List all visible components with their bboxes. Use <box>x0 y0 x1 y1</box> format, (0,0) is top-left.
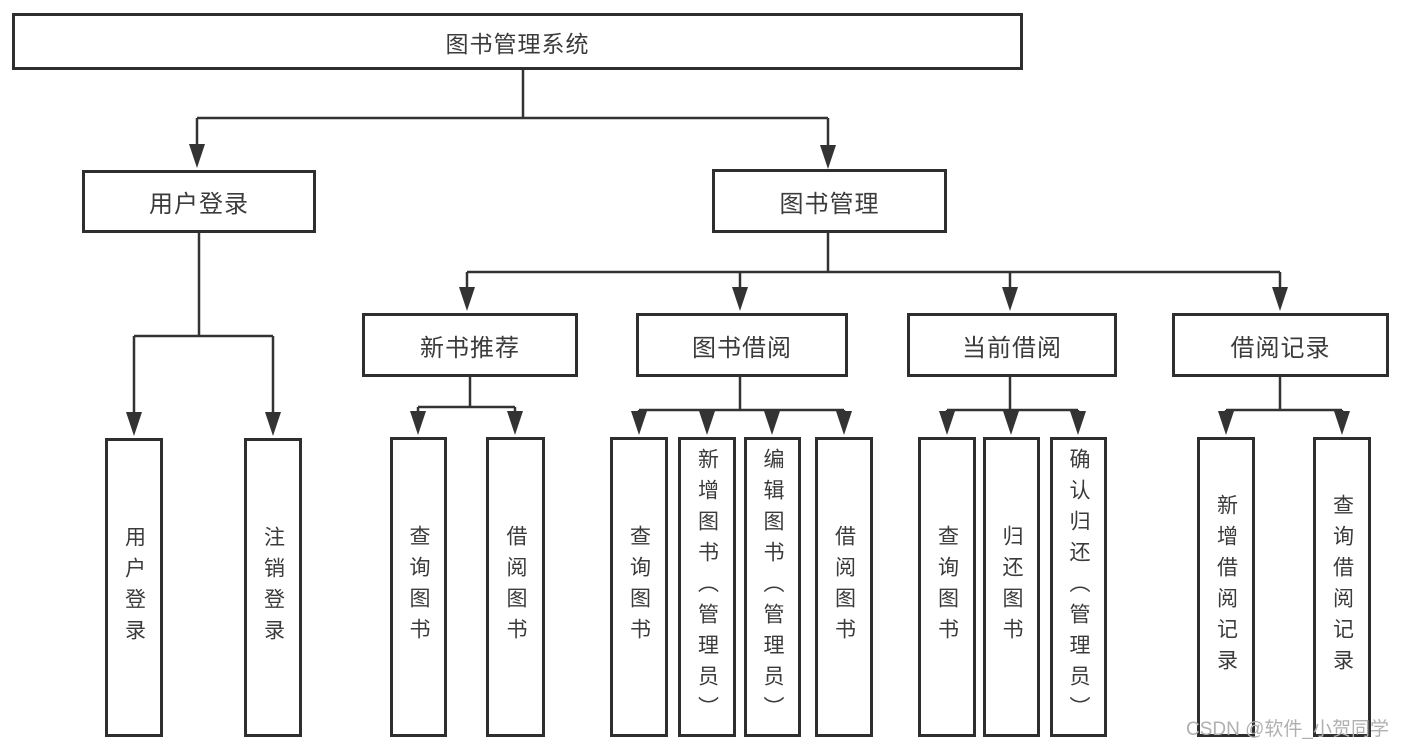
node-book-mgmt: 图书管理 <box>712 169 947 233</box>
leaf-logout: 注销登录 <box>244 438 302 737</box>
edges-borrow-records-to-leaves <box>1224 377 1344 418</box>
leaf-nb-query-books-label: 查询图书 <box>407 525 431 649</box>
node-current-borrow: 当前借阅 <box>907 313 1117 377</box>
arrow-to-book-mgmt <box>820 145 836 169</box>
node-user-login: 用户登录 <box>82 170 316 233</box>
edges-root-to-level2 <box>195 69 830 151</box>
leaf-bb-query-books-label: 查询图书 <box>627 525 651 649</box>
leaf-nb-query-books: 查询图书 <box>390 437 447 737</box>
arrow-to-current-borrow <box>1002 287 1018 311</box>
node-book-borrow-label: 图书借阅 <box>692 334 792 362</box>
arrow-to-bb-query <box>631 411 647 435</box>
edges-user-login-to-leaves <box>132 233 275 419</box>
leaf-br-add-record: 新增借阅记录 <box>1197 437 1255 737</box>
leaf-cb-return-books: 归还图书 <box>983 437 1040 737</box>
edges-book-borrow-to-leaves <box>637 377 846 418</box>
leaf-br-add-record-label: 新增借阅记录 <box>1214 494 1238 680</box>
node-borrow-records: 借阅记录 <box>1172 313 1389 377</box>
edges-book-mgmt-to-level3 <box>465 233 1282 294</box>
leaf-bb-add-books-admin-label: 新增图书（管理员） <box>695 447 719 727</box>
leaf-bb-borrow-books: 借阅图书 <box>815 437 873 737</box>
node-new-book-rec: 新书推荐 <box>362 313 578 377</box>
node-book-mgmt-label: 图书管理 <box>779 190 880 218</box>
node-new-book-rec-label: 新书推荐 <box>420 334 520 362</box>
node-current-borrow-label: 当前借阅 <box>962 334 1062 362</box>
leaf-br-query-record: 查询借阅记录 <box>1313 437 1371 737</box>
arrow-to-book-borrow <box>732 287 748 311</box>
arrow-to-bb-add <box>699 411 715 435</box>
node-book-borrow: 图书借阅 <box>636 313 848 377</box>
leaf-bb-borrow-books-label: 借阅图书 <box>832 525 856 649</box>
leaf-user-login-label: 用户登录 <box>122 525 146 650</box>
leaf-bb-edit-books-admin-label: 编辑图书（管理员） <box>761 447 785 727</box>
leaf-bb-add-books-admin: 新增图书（管理员） <box>678 437 736 737</box>
leaf-bb-query-books: 查询图书 <box>610 437 668 737</box>
arrow-to-cb-query <box>939 411 955 435</box>
arrow-to-borrow-records <box>1272 287 1288 311</box>
leaf-nb-borrow-books-label: 借阅图书 <box>504 525 528 649</box>
arrow-to-new-book-rec <box>459 287 475 311</box>
node-system-root: 图书管理系统 <box>12 13 1023 70</box>
leaf-cb-query-books: 查询图书 <box>918 437 976 737</box>
arrow-to-nb-borrow <box>507 411 523 435</box>
leaf-cb-query-books-label: 查询图书 <box>935 525 959 649</box>
node-borrow-records-label: 借阅记录 <box>1230 334 1331 362</box>
leaf-bb-edit-books-admin: 编辑图书（管理员） <box>744 437 801 737</box>
arrow-to-login-leaf <box>126 412 142 436</box>
leaf-logout-label: 注销登录 <box>261 525 285 650</box>
edges-new-book-rec-to-leaves <box>416 377 517 418</box>
arrow-to-br-query <box>1334 411 1350 435</box>
arrow-to-br-add <box>1218 411 1234 435</box>
arrow-to-bb-edit <box>764 411 780 435</box>
node-user-login-label: 用户登录 <box>149 191 249 218</box>
leaf-user-login: 用户登录 <box>105 438 163 737</box>
arrow-to-cb-return <box>1003 411 1019 435</box>
arrow-to-user-login <box>189 144 205 168</box>
leaf-cb-confirm-return-admin: 确认归还（管理员） <box>1050 437 1107 737</box>
arrow-to-nb-query <box>410 411 426 435</box>
arrow-to-cb-confirm <box>1070 411 1086 435</box>
csdn-watermark: CSDN @软件_小贺同学 <box>1186 719 1389 740</box>
leaf-nb-borrow-books: 借阅图书 <box>486 437 545 737</box>
node-system-root-label: 图书管理系统 <box>445 30 590 57</box>
arrowheads <box>126 144 1350 436</box>
leaf-br-query-record-label: 查询借阅记录 <box>1330 494 1354 680</box>
arrow-to-bb-borrow <box>836 411 852 435</box>
leaf-cb-return-books-label: 归还图书 <box>1000 525 1024 649</box>
arrow-to-logout-leaf <box>265 412 281 436</box>
leaf-cb-confirm-return-admin-label: 确认归还（管理员） <box>1067 447 1091 727</box>
